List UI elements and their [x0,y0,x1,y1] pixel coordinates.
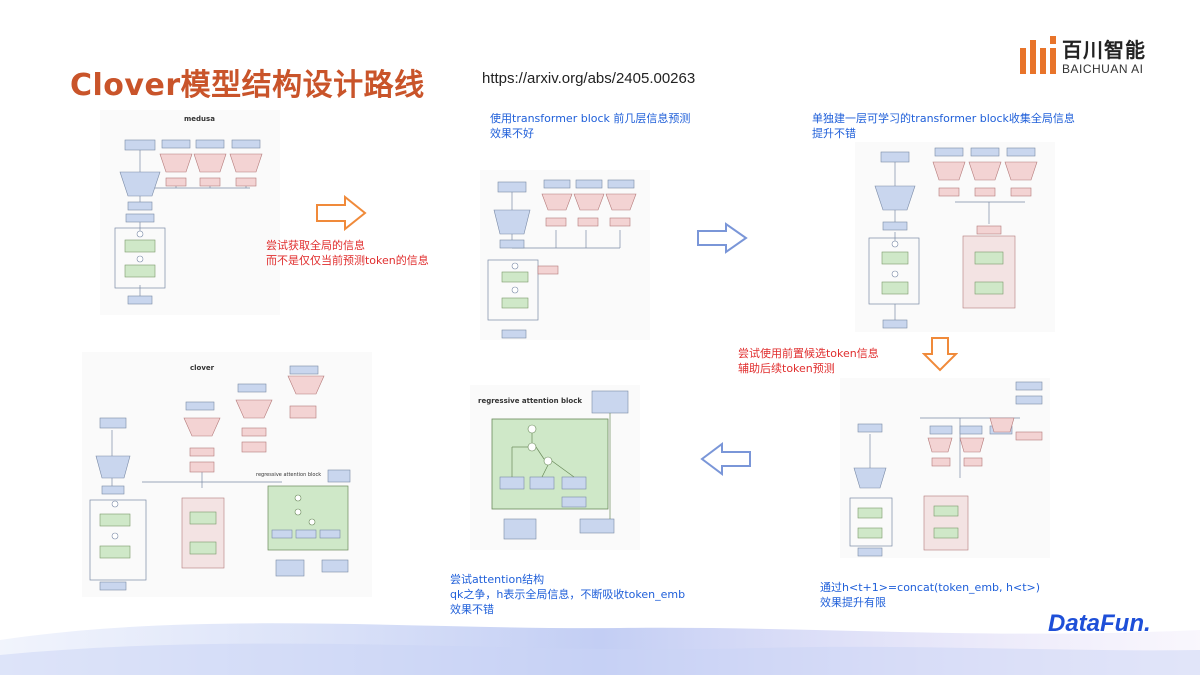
note-step3: 单独建一层可学习的transformer block收集全局信息 提升不错 [812,111,1075,141]
note-step4-line1: 尝试使用前置候选token信息 [738,347,879,360]
note-step2: 使用transformer block 前几层信息预测 效果不好 [490,111,690,141]
regressive-attention-block-diagram: regressive attention block [470,385,640,550]
note-step5-line2: 效果提升有限 [820,596,886,609]
note-step5: 通过h<t+1>=concat(token_emb, h<t>) 效果提升有限 [820,580,1040,610]
clover-diagram: clover regressive attention block [82,352,372,597]
note-step6-line3: 效果不错 [450,603,494,616]
datafun-logo: DataFun. [1048,610,1151,637]
note-step2-line2: 效果不好 [490,127,534,140]
arrow-left-blue-icon [700,442,751,476]
clover-rab-label: regressive attention block [256,472,321,478]
note-step4-line2: 辅助后续token预测 [738,362,835,375]
page-title: Clover模型结构设计路线 [70,68,425,103]
baichuan-logo: 百川智能 BAICHUAN AI [1018,34,1168,84]
note-step1-line1: 尝试获取全局的信息 [266,239,365,252]
concat-diagram [840,378,1050,558]
note-step3-line2: 提升不错 [812,127,856,140]
logo-text-en: BAICHUAN AI [1062,62,1144,76]
note-step1: 尝试获取全局的信息 而不是仅仅当前预测token的信息 [266,238,429,268]
learnable-transformer-block-diagram [855,142,1055,332]
note-step6: 尝试attention结构 qk之争，h表示全局信息，不断吸收token_emb… [450,572,685,617]
medusa-label: medusa [184,115,215,123]
clover-label: clover [190,364,215,372]
paper-url[interactable]: https://arxiv.org/abs/2405.00263 [482,70,696,87]
note-step2-line1: 使用transformer block 前几层信息预测 [490,112,691,125]
logo-text-cn: 百川智能 [1062,38,1146,62]
note-step1-line2: 而不是仅仅当前预测token的信息 [266,254,429,267]
transformer-early-layers-diagram [480,170,650,340]
note-step4: 尝试使用前置候选token信息 辅助后续token预测 [738,346,879,376]
rab-label: regressive attention block [478,397,582,405]
note-step3-line1: 单独建一层可学习的transformer block收集全局信息 [812,112,1075,125]
baichuan-logo-icon [1020,36,1056,74]
bottom-wave-decoration [0,623,1200,675]
arrow-right-blue-icon [697,222,748,254]
arrow-down-orange-icon [922,337,958,372]
note-step5-line1: 通过h<t+1>=concat(token_emb, h<t>) [820,581,1041,594]
medusa-diagram: medusa [100,110,280,315]
note-step6-line1: 尝试attention结构 [450,573,545,586]
note-step6-line2: qk之争，h表示全局信息，不断吸收token_emb [450,588,686,601]
arrow-right-orange-icon [316,195,367,231]
